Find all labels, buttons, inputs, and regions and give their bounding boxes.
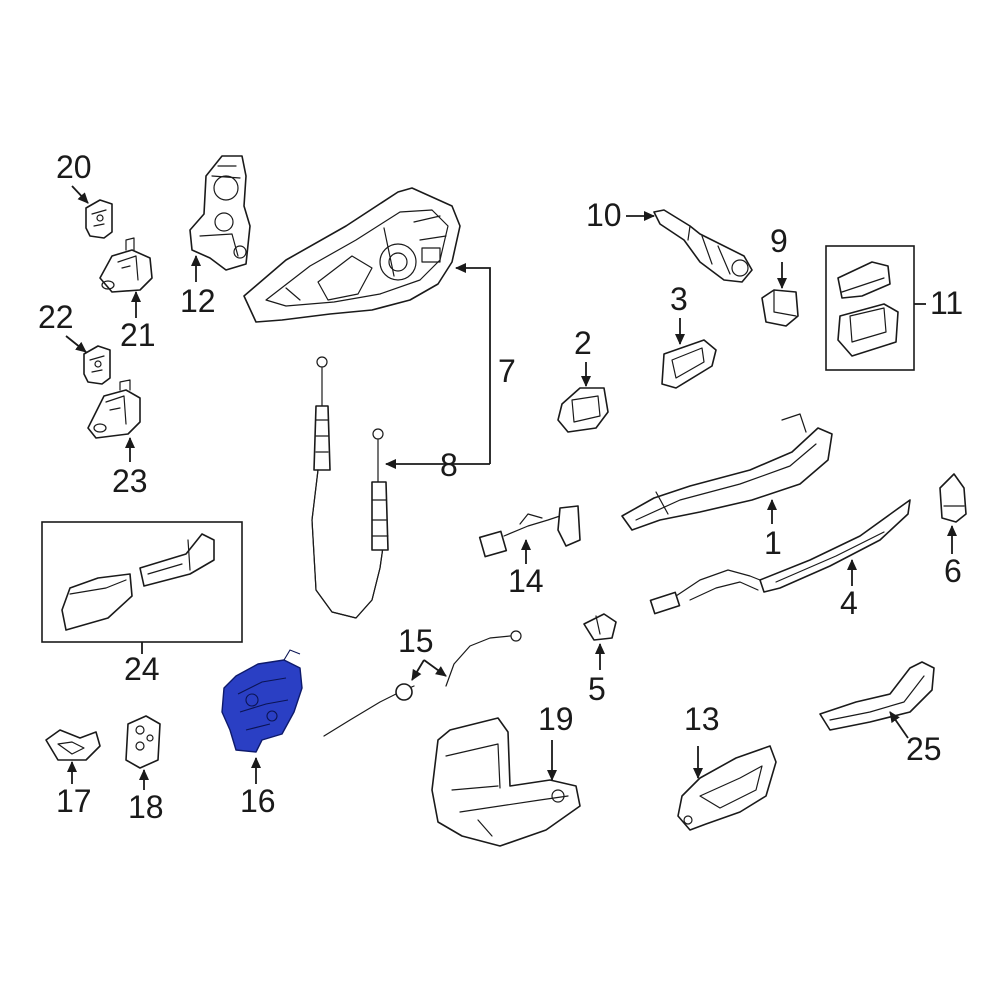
callout-1: 1 — [764, 525, 782, 561]
leader-20 — [71, 185, 89, 204]
callout-6: 6 — [944, 553, 962, 589]
callout-23: 23 — [112, 463, 148, 499]
callout-20: 20 — [56, 149, 92, 185]
part-6-trim[interactable] — [939, 473, 967, 523]
leader-15a — [423, 659, 447, 677]
part-13-inner-handle[interactable] — [677, 745, 777, 831]
callout-2: 2 — [574, 325, 592, 361]
callout-14: 14 — [508, 563, 544, 599]
part-1-outer-handle[interactable] — [621, 413, 833, 531]
leader-25 — [889, 711, 909, 739]
leader-22 — [65, 335, 87, 353]
part-17-seal[interactable] — [45, 729, 101, 761]
callout-7: 7 — [498, 353, 516, 389]
part-23-hinge[interactable] — [87, 379, 141, 439]
callout-4: 4 — [840, 585, 858, 621]
part-10-lock-cylinder[interactable] — [653, 209, 753, 283]
callout-22: 22 — [38, 299, 74, 335]
part-20-bracket[interactable] — [85, 199, 113, 239]
part-8-cables[interactable] — [311, 356, 389, 619]
part-15-release-cables[interactable] — [323, 630, 522, 737]
part-11-box — [825, 245, 915, 371]
callout-19: 19 — [538, 701, 574, 737]
part-19-trim-bracket[interactable] — [431, 717, 581, 847]
callout-9: 9 — [770, 223, 788, 259]
part-18-gasket[interactable] — [125, 715, 161, 769]
part-5-clip[interactable] — [583, 613, 617, 641]
callout-3: 3 — [670, 281, 688, 317]
part-24-handle-set[interactable] — [61, 533, 215, 631]
part-4-handle-harness[interactable] — [649, 499, 911, 615]
part-25-trim-strip[interactable] — [819, 661, 935, 731]
callout-17: 17 — [56, 783, 92, 819]
part-21-hinge[interactable] — [99, 237, 153, 293]
callout-18: 18 — [128, 789, 164, 825]
part-2-cover[interactable] — [557, 387, 609, 433]
part-11-cap-set[interactable] — [837, 261, 899, 357]
callout-15: 15 — [398, 623, 434, 659]
part-3-gasket[interactable] — [661, 339, 717, 389]
part-12-carrier[interactable] — [189, 155, 251, 271]
callout-10: 10 — [586, 197, 622, 233]
callout-13: 13 — [684, 701, 720, 737]
part-9-clip[interactable] — [761, 289, 799, 327]
part-14-sensor-harness[interactable] — [478, 505, 581, 558]
callout-12: 12 — [180, 283, 216, 319]
callout-16: 16 — [240, 783, 276, 819]
part-7-handle-frame[interactable] — [243, 187, 461, 323]
callout-5: 5 — [588, 671, 606, 707]
callout-24: 24 — [124, 651, 160, 687]
leader-7 — [455, 263, 491, 370]
part-22-bracket[interactable] — [83, 345, 111, 385]
callout-21: 21 — [120, 317, 156, 353]
callout-25: 25 — [906, 731, 942, 767]
callout-11: 11 — [930, 285, 963, 321]
part-16-door-latch-highlighted[interactable] — [221, 649, 303, 753]
callout-8: 8 — [440, 447, 458, 483]
leader-15b — [411, 659, 425, 681]
